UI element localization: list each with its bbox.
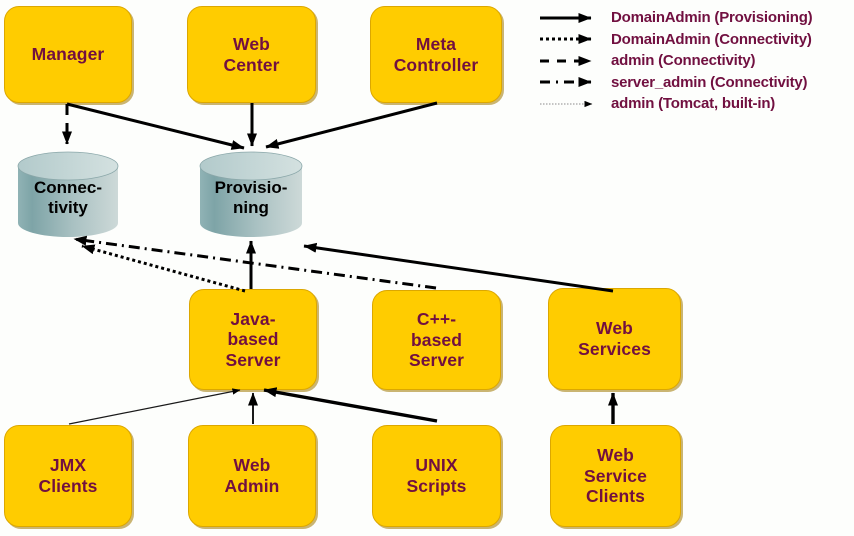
node-web-services-label: Web Services bbox=[578, 318, 651, 359]
dashed-arrow-icon bbox=[540, 55, 592, 66]
node-web-center-label: Web Center bbox=[223, 33, 280, 75]
legend-item-domainadmin-provisioning: DomainAdmin (Provisioning) bbox=[538, 7, 813, 29]
legend-item-domainadmin-connectivity: DomainAdmin (Connectivity) bbox=[538, 29, 812, 51]
node-web-center: Web Center bbox=[187, 6, 316, 103]
node-jmx-clients-label: JMX Clients bbox=[38, 455, 98, 496]
legend-item-label: server_admin (Connectivity) bbox=[611, 73, 808, 91]
legend-item-label: admin (Tomcat, built-in) bbox=[611, 95, 776, 113]
cylinder-provisioning-label: Provisio- ning bbox=[214, 178, 288, 218]
legend-item-label: DomainAdmin (Connectivity) bbox=[611, 30, 812, 48]
edge-java-server-connectivity-dotted-arrow bbox=[81, 244, 246, 293]
node-unix-scripts: UNIX Scripts bbox=[372, 425, 501, 527]
node-meta-controller-label: Meta Controller bbox=[393, 33, 479, 75]
edge-web-services-provisioning-arrow bbox=[303, 242, 614, 293]
node-web-admin: Web Admin bbox=[188, 425, 316, 527]
node-cpp-based-server: C++- based Server bbox=[372, 290, 501, 390]
solid-arrow-icon bbox=[540, 12, 592, 23]
edge-jmx-clients-java-server-thin-arrow bbox=[68, 388, 241, 425]
node-java-based-server: Java- based Server bbox=[189, 289, 317, 390]
edge-manager-provisioning-arrow bbox=[66, 102, 245, 150]
dash-dot-arrow-icon bbox=[540, 77, 592, 88]
legend-item-server-admin-connectivity: server_admin (Connectivity) bbox=[538, 72, 812, 94]
edge-unix-scripts-java-server-arrow bbox=[263, 387, 438, 423]
node-cpp-based-server-label: C++- based Server bbox=[408, 309, 465, 371]
cylinder-connectivity-label: Connec- tivity bbox=[34, 178, 102, 218]
legend-item-label: DomainAdmin (Provisioning) bbox=[611, 9, 813, 27]
node-web-service-clients-label: Web Service Clients bbox=[584, 445, 647, 507]
thin-arrow-icon bbox=[540, 100, 593, 107]
node-web-admin-label: Web Admin bbox=[224, 455, 280, 496]
node-jmx-clients: JMX Clients bbox=[4, 425, 132, 527]
node-web-service-clients: Web Service Clients bbox=[550, 425, 681, 527]
node-unix-scripts-label: UNIX Scripts bbox=[406, 455, 467, 496]
node-web-services: Web Services bbox=[548, 288, 681, 390]
edge-meta-controller-provisioning-arrow bbox=[265, 101, 438, 149]
edge-cpp-server-connectivity-dashdot-arrow bbox=[73, 235, 437, 290]
legend-item-admin-tomcat: admin (Tomcat, built-in) bbox=[538, 93, 812, 115]
legend: DomainAdmin (Provisioning) DomainAdmin (… bbox=[538, 7, 813, 115]
legend-item-label: admin (Connectivity) bbox=[611, 52, 756, 70]
node-manager: Manager bbox=[4, 6, 132, 103]
node-java-based-server-label: Java- based Server bbox=[225, 308, 281, 370]
legend-item-admin-connectivity: admin (Connectivity) bbox=[538, 50, 812, 72]
node-manager-label: Manager bbox=[31, 44, 105, 65]
dotted-arrow-icon bbox=[540, 34, 592, 45]
node-meta-controller: Meta Controller bbox=[370, 6, 502, 103]
